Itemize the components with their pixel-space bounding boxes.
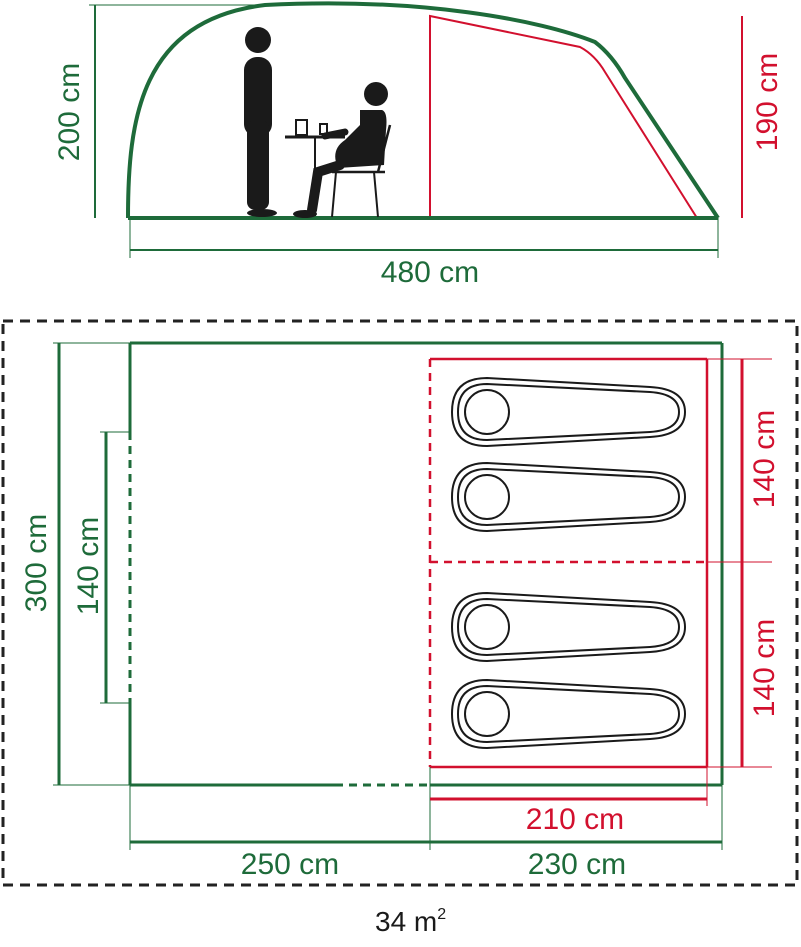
side-height-label: 200 cm: [53, 63, 86, 161]
door-width-label: 140 cm: [72, 517, 105, 615]
bedroom-width-bottom-label: 140 cm: [748, 619, 781, 717]
bedroom-height-label: 190 cm: [751, 53, 784, 151]
floor-width-label: 300 cm: [20, 514, 53, 612]
bedroom-depth-label: 210 cm: [526, 803, 624, 836]
tent-profile: [126, 1, 720, 220]
sleeping-bag-icon: [450, 376, 687, 448]
sleeping-bag-icon: [450, 591, 687, 663]
bedroom-outline: [430, 357, 709, 769]
side-view: 200 cm 190 cm 480 cm: [53, 1, 784, 289]
floor-area-value: 34 m: [375, 906, 437, 937]
sleeping-bag-icon: [450, 461, 687, 533]
seated-person-icon: [293, 82, 392, 218]
bedroom-length-label: 230 cm: [528, 848, 626, 881]
side-length-label: 480 cm: [381, 256, 479, 289]
sleeping-bag-icon: [450, 678, 687, 750]
bedroom-width-top-label: 140 cm: [748, 410, 781, 508]
standing-person-icon: [244, 27, 277, 217]
sleeping-bags: [450, 376, 687, 750]
living-length-label: 250 cm: [241, 848, 339, 881]
footprint-frame: [1, 319, 799, 887]
floor-dimension-lines: [53, 342, 772, 850]
floor-area-exponent: 2: [437, 906, 446, 923]
floor-plan: 300 cm 140 cm 140 cm 140 cm 210 cm 250 c…: [1, 319, 799, 887]
bedroom-profile: [429, 14, 698, 219]
tent-floor-outline: [128, 341, 724, 787]
floor-area-label: 34 m2: [375, 906, 446, 937]
